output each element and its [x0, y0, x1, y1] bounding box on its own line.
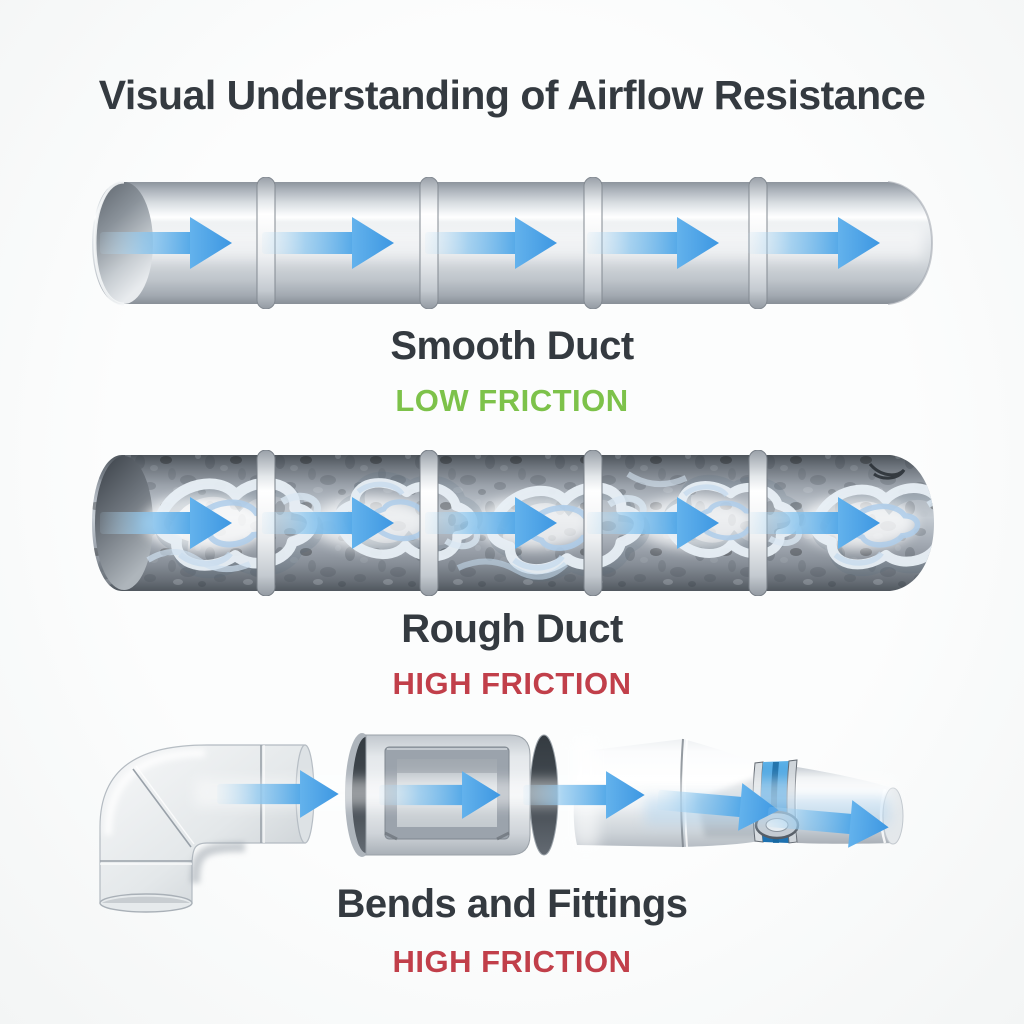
rough-duct-status-badge: HIGH FRICTION: [392, 666, 632, 701]
duct-end-shading: [887, 181, 934, 305]
scratch-mark: [868, 462, 906, 480]
rough-duct-label: Rough Duct: [401, 607, 623, 651]
fittings-illustration: [99, 733, 904, 913]
elbow-bottom-opening: [99, 893, 193, 913]
rough-duct-illustration: [92, 450, 938, 596]
smooth-duct-status-badge: LOW FRICTION: [395, 383, 629, 418]
smooth-duct-illustration: [92, 177, 934, 309]
turbulence-swirls: [146, 472, 938, 581]
smooth-duct-label: Smooth Duct: [390, 324, 634, 368]
page-title: Visual Understanding of Airflow Resistan…: [98, 72, 926, 118]
fittings-label: Bends and Fittings: [336, 882, 689, 926]
fittings-status-badge: HIGH FRICTION: [392, 944, 632, 979]
duct-opening-rim: [93, 180, 125, 306]
